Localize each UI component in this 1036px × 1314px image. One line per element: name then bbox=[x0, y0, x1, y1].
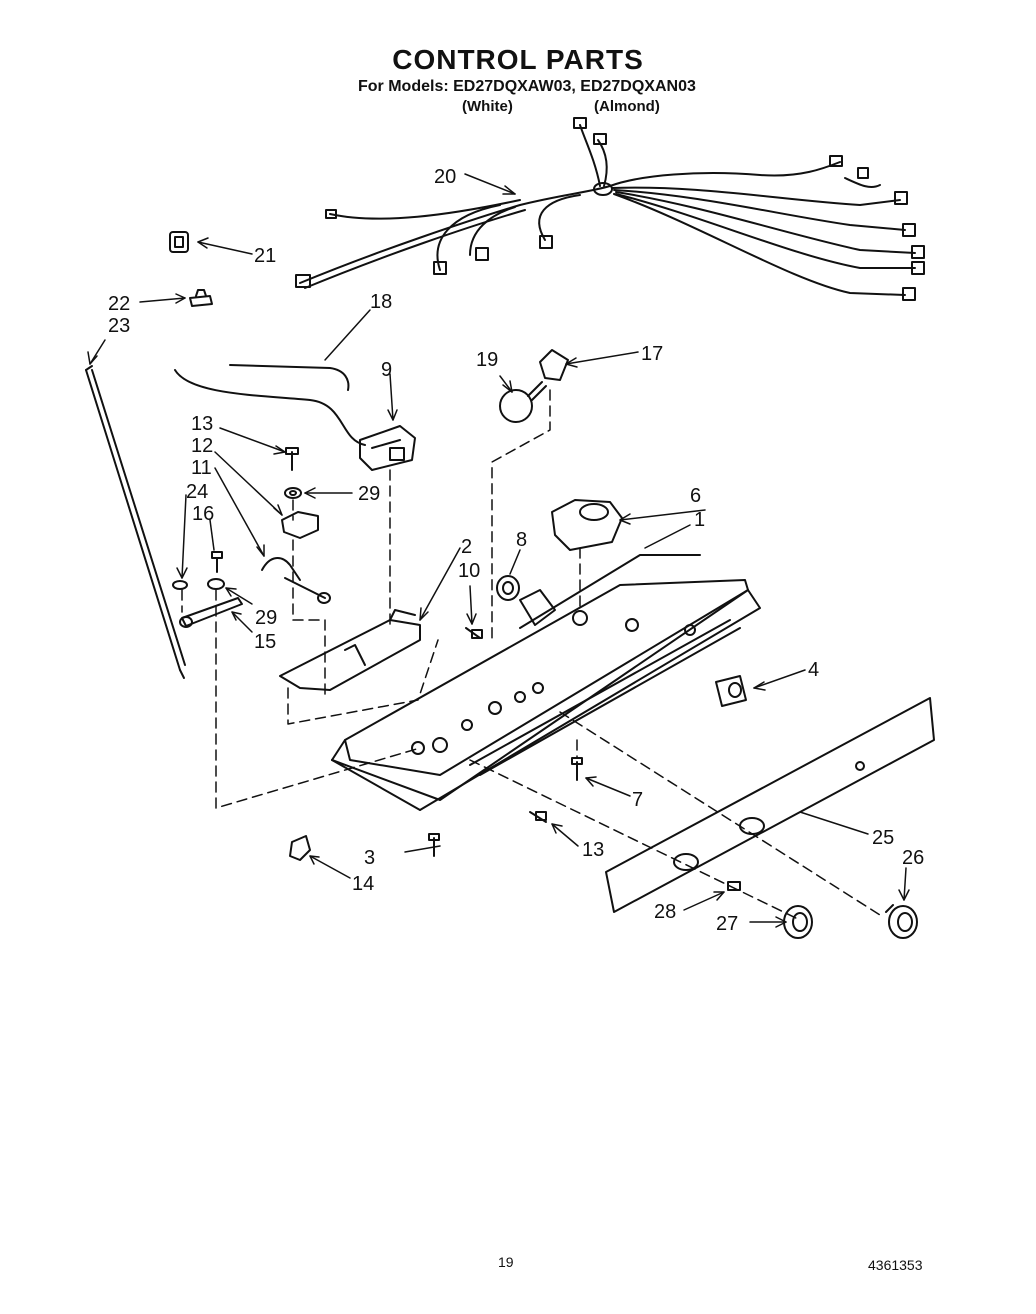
callout-21: 21 bbox=[254, 245, 276, 267]
assembly-lines bbox=[181, 389, 881, 921]
callout-6: 6 bbox=[690, 485, 701, 507]
callout-17: 17 bbox=[641, 343, 663, 365]
knob-27 bbox=[783, 905, 813, 939]
screw-13 bbox=[285, 447, 299, 471]
callout-22: 22 bbox=[108, 293, 130, 315]
clip-part-21 bbox=[169, 231, 189, 253]
page-number: 19 bbox=[498, 1254, 514, 1270]
callout-4: 4 bbox=[808, 659, 819, 681]
thermostat-9 bbox=[359, 425, 416, 471]
washer-29-lower bbox=[207, 578, 225, 590]
callout-11: 11 bbox=[191, 457, 212, 479]
screw-3 bbox=[428, 833, 440, 857]
models-line: For Models: ED27DQXAW03, ED27DQXAN03 bbox=[358, 78, 696, 95]
callout-9: 9 bbox=[381, 359, 392, 381]
grommet-8 bbox=[496, 575, 520, 601]
callout-13-lower: 13 bbox=[582, 839, 604, 861]
callout-16: 16 bbox=[192, 503, 214, 525]
lever-15 bbox=[179, 597, 243, 628]
lamp-socket-17 bbox=[539, 349, 569, 381]
screw-10 bbox=[465, 627, 483, 639]
knob-shaft-11 bbox=[261, 557, 331, 604]
capillary-tube-18 bbox=[174, 364, 366, 446]
knob-26 bbox=[885, 904, 918, 939]
callout-15: 15 bbox=[254, 631, 276, 653]
leader-arrows bbox=[87, 173, 910, 928]
variant-white-label: (White) bbox=[462, 98, 513, 115]
callout-29-top: 29 bbox=[358, 483, 380, 505]
clip-14 bbox=[289, 835, 311, 861]
callout-26: 26 bbox=[902, 847, 924, 869]
callout-2: 2 bbox=[461, 536, 472, 558]
page-title: CONTROL PARTS bbox=[392, 44, 644, 75]
callout-23: 23 bbox=[108, 315, 130, 337]
callout-25: 25 bbox=[872, 827, 894, 849]
bracket-part-22 bbox=[189, 289, 213, 307]
mounting-bracket-2 bbox=[279, 609, 421, 691]
callout-29-lower: 29 bbox=[255, 607, 277, 629]
callout-12: 12 bbox=[191, 435, 213, 457]
washer-24 bbox=[172, 580, 188, 590]
callout-3: 3 bbox=[364, 847, 375, 869]
callout-14: 14 bbox=[352, 873, 374, 895]
screw-16 bbox=[211, 551, 223, 573]
bracket-12 bbox=[281, 511, 319, 539]
switch-4 bbox=[715, 675, 747, 707]
callout-1: 1 bbox=[694, 509, 705, 531]
screw-7 bbox=[571, 757, 583, 781]
callout-18: 18 bbox=[370, 291, 392, 313]
wire-harness bbox=[295, 117, 925, 301]
light-bulb-19 bbox=[499, 381, 547, 423]
rod-part-23 bbox=[85, 365, 186, 679]
variant-almond-label: (Almond) bbox=[594, 98, 660, 115]
callout-10: 10 bbox=[458, 560, 480, 582]
callout-13-top: 13 bbox=[191, 413, 213, 435]
document-number: 4361353 bbox=[868, 1257, 923, 1273]
callout-19: 19 bbox=[476, 349, 498, 371]
screw-13-lower bbox=[529, 811, 547, 823]
washer-29-top bbox=[284, 487, 302, 499]
clip-28 bbox=[727, 881, 741, 891]
control-housing-1 bbox=[331, 554, 761, 811]
callout-20: 20 bbox=[434, 166, 456, 188]
callout-labels: 20 21 22 23 18 9 19 17 13 12 11 29 24 16… bbox=[108, 166, 924, 935]
defrost-timer-6 bbox=[551, 499, 623, 551]
control-panel-25 bbox=[605, 697, 935, 913]
callout-8: 8 bbox=[516, 529, 527, 551]
callout-7: 7 bbox=[632, 789, 643, 811]
callout-27: 27 bbox=[716, 913, 738, 935]
callout-28: 28 bbox=[654, 901, 676, 923]
callout-24: 24 bbox=[186, 481, 208, 503]
